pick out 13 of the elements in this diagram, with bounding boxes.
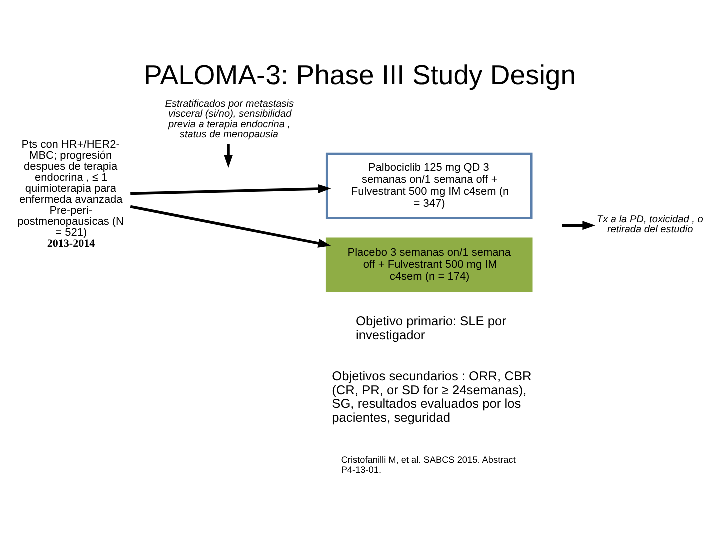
label: Objetivo primario: SLE por investigador — [356, 313, 506, 342]
node-box: Palbociclib 125 mg QD 3 semanas on/1 semana off + Fulvestrant 500 mg IM c4sem (n = 347) — [326, 152, 533, 219]
arrow — [562, 220, 596, 230]
arrow — [224, 144, 234, 168]
node-text: Tx a la PD, toxicidad , o retirada del estudio — [596, 214, 704, 236]
node-box: Placebo 3 semanas on/1 semana off + Fulvestrant 500 mg IM c4sem (n = 174) — [326, 237, 533, 292]
node-text: Estratificados por metastasis visceral (si/no), sensibilidad previa a terapia endocrina , status de menopausia — [165, 98, 294, 140]
arrow — [130, 184, 332, 195]
label: Cristofanilli M, et al. SABCS 2015. Abstract P4-13-01. — [341, 454, 516, 475]
node-text: Pts con HR+/HER2- MBC; progresión despues de terapia endocrina , ≤ 1 quimioterapia para enfermeda avanzada Pre-peri- postmenopausicas (N = 521) 2013-2014 — [18, 138, 124, 250]
diagram-title: PALOMA-3: Phase III Study Design — [144, 58, 576, 90]
arrow — [130, 204, 332, 248]
label: Objetivos secundarios : ORR, CBR (CR, PR, or SD for ≥ 24semanas), SG, resultados evaluados por los pacientes, seguridad — [332, 368, 532, 424]
